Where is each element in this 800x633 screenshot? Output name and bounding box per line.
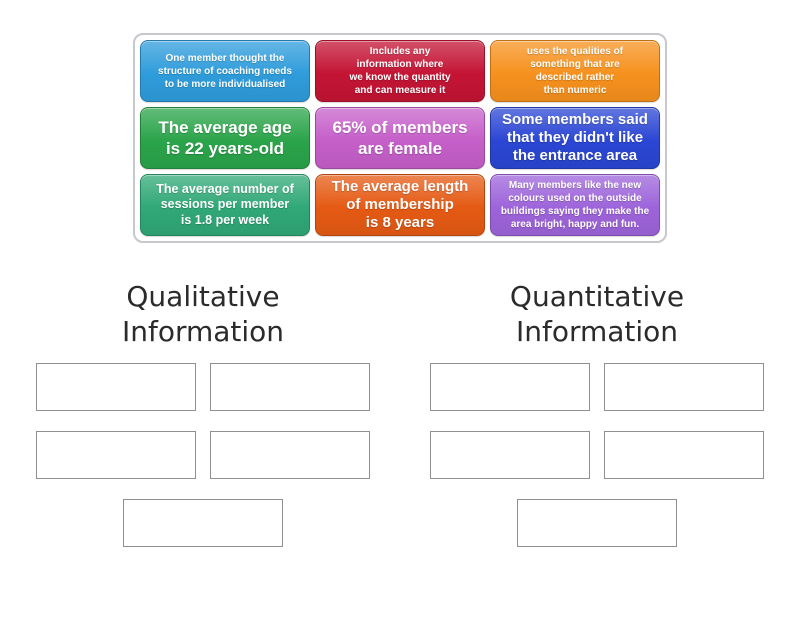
qualitative-slots: [36, 363, 370, 547]
groups-row: Qualitative Information Quantitative Inf…: [0, 279, 800, 547]
draggable-card[interactable]: The average length of membership is 8 ye…: [315, 174, 485, 236]
draggable-card[interactable]: The average number of sessions per membe…: [140, 174, 310, 236]
draggable-card[interactable]: uses the qualities of something that are…: [490, 40, 660, 102]
group-qualitative: Qualitative Information: [36, 279, 370, 547]
drop-slot[interactable]: [604, 431, 764, 479]
draggable-card[interactable]: Some members said that they didn't like …: [490, 107, 660, 169]
drop-slot[interactable]: [517, 499, 677, 547]
drop-slot[interactable]: [430, 431, 590, 479]
drop-slot[interactable]: [123, 499, 283, 547]
drop-slot[interactable]: [430, 363, 590, 411]
drop-slot[interactable]: [210, 363, 370, 411]
drop-slot[interactable]: [36, 431, 196, 479]
group-title-quantitative: Quantitative Information: [509, 280, 685, 348]
card-tray: One member thought the structure of coac…: [133, 33, 667, 243]
group-sort-activity: One member thought the structure of coac…: [0, 33, 800, 547]
drop-slot[interactable]: [36, 363, 196, 411]
draggable-card[interactable]: The average age is 22 years-old: [140, 107, 310, 169]
draggable-card[interactable]: 65% of members are female: [315, 107, 485, 169]
draggable-card[interactable]: One member thought the structure of coac…: [140, 40, 310, 102]
group-quantitative: Quantitative Information: [430, 279, 764, 547]
draggable-card[interactable]: Includes any information where we know t…: [315, 40, 485, 102]
draggable-card[interactable]: Many members like the new colours used o…: [490, 174, 660, 236]
drop-slot[interactable]: [604, 363, 764, 411]
group-title-qualitative: Qualitative Information: [121, 280, 285, 348]
quantitative-slots: [430, 363, 764, 547]
drop-slot[interactable]: [210, 431, 370, 479]
